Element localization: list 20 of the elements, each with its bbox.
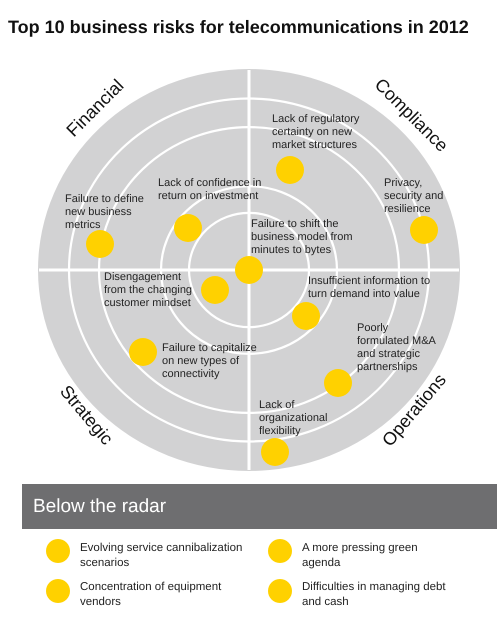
risk-label: Insufficient information to turn demand into value [308, 275, 432, 301]
header-bar: Below the radar [22, 484, 497, 529]
risk-label: Lack of regulatory certainty on new market structures [272, 113, 360, 152]
risk-label: Lack of organizational flexibility [259, 399, 328, 438]
risk-label: Concentration of equipment vendors [80, 580, 222, 610]
risk-label: Poorly formulated M&A and strategic partnerships [357, 322, 437, 374]
risk-label: Difficulties in managing debt and cash [302, 580, 447, 610]
risk-label: Disengagement from the changing customer mindset [104, 271, 194, 310]
chart-title: Top 10 business risks for telecommunications in 2012 [8, 17, 469, 37]
risk-label: Privacy, security and resilience [384, 177, 444, 216]
risk-label: Failure to define new business metrics [65, 193, 145, 232]
risk-label: Evolving service cannibalization scenarios [80, 541, 244, 571]
risk-label: Failure to shift the business model from minutes to bytes [251, 218, 354, 257]
risk-label: Failure to capitalize on new types of connectivity [162, 342, 258, 381]
dot-icon [268, 539, 292, 563]
dot-icon [46, 579, 70, 603]
risk-label: A more pressing green agenda [302, 541, 419, 571]
dot-icon [46, 539, 70, 563]
risk-label: Lack of confidence in return on investment [158, 177, 262, 203]
dot-icon [268, 579, 292, 603]
